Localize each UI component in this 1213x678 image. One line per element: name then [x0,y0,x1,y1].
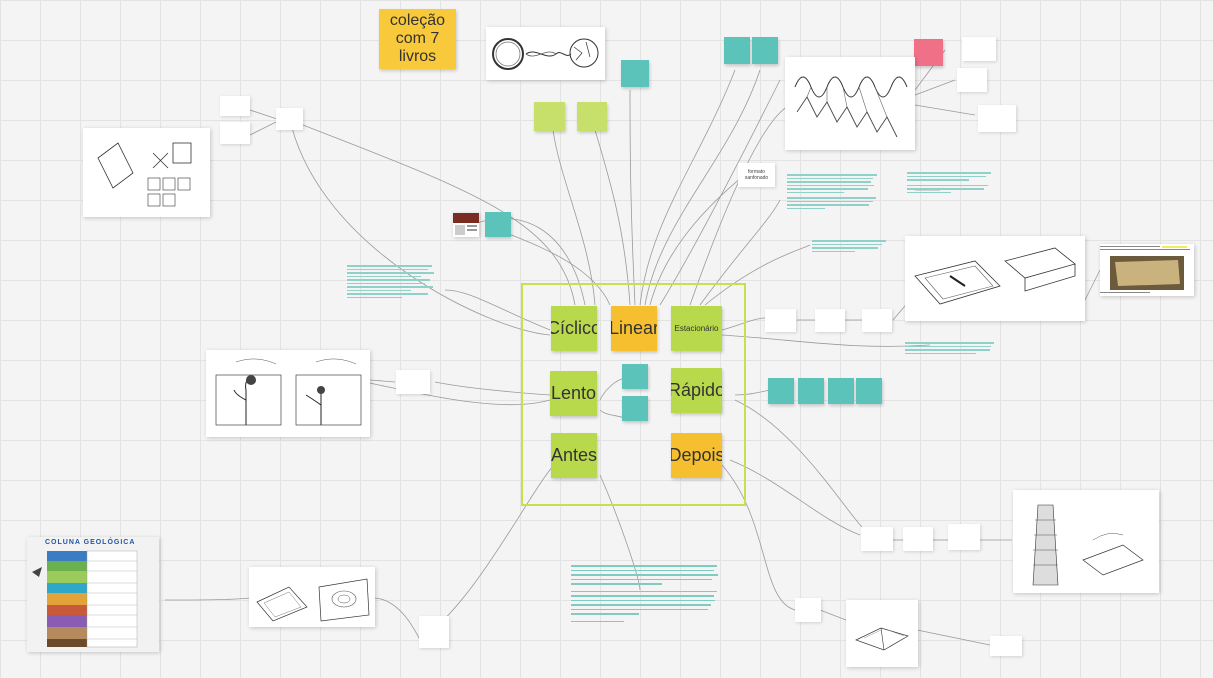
card-top-right-a[interactable] [962,37,996,61]
open-book-sketch-image[interactable] [846,600,918,667]
card-estacionario-3[interactable] [862,309,892,332]
card-bottom-right[interactable] [990,636,1022,656]
text-block-ciclico [347,263,439,323]
accordion-sketch-image[interactable] [785,57,915,150]
text-block-estacionario [905,340,999,366]
teal-note-top[interactable] [621,60,649,87]
teal-rapido-3[interactable] [828,378,854,404]
card-top-right-b[interactable] [957,68,987,92]
teal-rapido-2[interactable] [798,378,824,404]
card-depois-2[interactable] [903,527,933,551]
tower-drawing [1032,504,1144,586]
sticky-ciclico[interactable]: Cíclico [551,306,597,351]
open-book-drawing [855,627,909,651]
box-sketch-image[interactable] [905,236,1085,321]
card-bottom-middle[interactable] [795,598,821,622]
spiral-sketch-image[interactable] [249,567,375,627]
card-formato-sanfonado[interactable]: formato sanfonado [738,163,775,187]
card-estacionario-2[interactable] [815,309,845,332]
card-depois-3[interactable] [948,524,980,550]
book-photo-right [1100,244,1194,293]
book-photo [453,213,479,235]
sticky-ciclico-text: Cíclico [551,318,597,338]
sticky-lento-text: Lento [550,383,597,403]
sticky-depois[interactable]: Depois [671,433,722,478]
sticky-depois-text: Depois [671,445,722,465]
coluna-drawing [32,550,138,648]
title-sticky-note[interactable]: coleção com 7 livros [379,9,456,69]
spiral-drawing [256,578,370,622]
text-block-quote [571,562,723,652]
sticky-lento[interactable]: Lento [550,371,597,416]
tree-drawing [215,358,362,426]
tree-sketch-image[interactable] [206,350,370,437]
card-left-top-3[interactable] [276,108,303,130]
lime-note-right[interactable] [577,102,607,131]
perspective-sketch-image[interactable] [83,128,210,217]
card-top-right-c[interactable] [978,105,1016,132]
perspective-drawing [97,142,192,207]
book-photo-image[interactable] [1100,244,1194,296]
coluna-title: COLUNA GEOLÓGICA [45,539,136,546]
card-coluna-caption[interactable] [419,616,449,648]
teal-note-center-lower[interactable] [622,396,648,421]
coluna-geologica-image[interactable]: COLUNA GEOLÓGICA [27,537,159,652]
accordion-drawing [794,76,908,138]
box-drawing [914,247,1076,305]
lime-note-left[interactable] [534,102,565,131]
sticky-estacionario-text: Estacionário [674,324,719,333]
teal-note-b[interactable] [752,37,778,64]
sticky-estacionario[interactable]: Estacionário [671,306,722,351]
book-photo-thumbnail[interactable] [453,213,479,237]
card-depois-1[interactable] [861,527,893,551]
text-block-linear [787,172,882,234]
card-imagem-esquerda[interactable] [396,370,430,394]
card-formato-sanfonado-text: formato sanfonado [744,169,769,181]
teal-rapido-1[interactable] [768,378,794,404]
cycle-drawing [492,38,599,70]
card-estacionario-1[interactable] [765,309,796,332]
tower-sketch-image[interactable] [1013,490,1159,593]
teal-note-left[interactable] [485,212,511,237]
teal-note-center-upper[interactable] [622,364,648,389]
title-sticky-text: coleção com 7 livros [389,12,446,65]
sticky-rapido-text: Rápido [671,380,722,400]
card-left-top-1[interactable] [220,96,250,116]
sticky-linear-text: Linear [611,318,657,338]
sticky-antes-text: Antes [551,445,597,465]
teal-note-a[interactable] [724,37,750,64]
sticky-linear[interactable]: Linear [611,306,657,351]
text-block-top-right [907,170,995,210]
center-frame[interactable] [521,283,746,506]
text-block-linear-2 [812,238,890,258]
card-left-top-2[interactable] [220,122,250,144]
teal-rapido-4[interactable] [856,378,882,404]
pink-note[interactable] [914,39,943,66]
sticky-rapido[interactable]: Rápido [671,368,722,413]
cycle-diagram-image[interactable] [486,27,605,80]
sticky-antes[interactable]: Antes [551,433,597,478]
